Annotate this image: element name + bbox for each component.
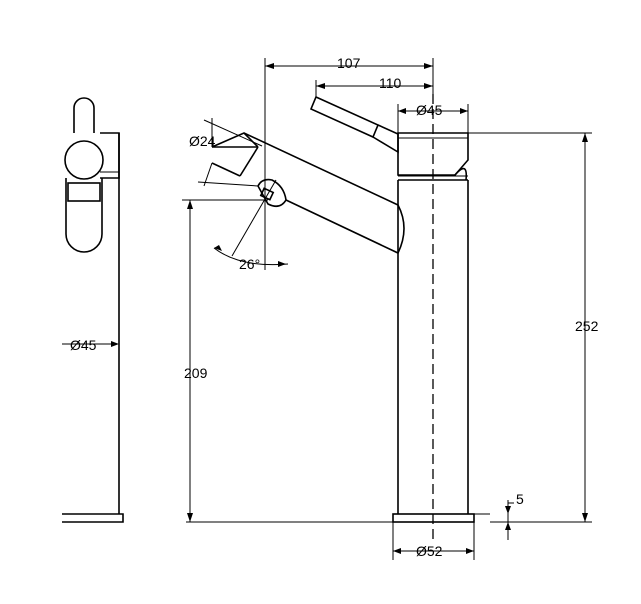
- total-height-label: 252: [575, 318, 599, 334]
- spout-reach-label: 107: [337, 55, 361, 71]
- body-diameter-top-label: Ø45: [416, 102, 443, 118]
- handle-reach-label: 110: [379, 75, 402, 91]
- spout-height-label: 209: [184, 365, 208, 381]
- body-diameter-side-label: Ø45: [70, 337, 97, 353]
- base-thickness-label: 5: [516, 491, 524, 507]
- dimensions: 107 110 Ø45 Ø24 26° 209: [182, 55, 599, 560]
- front-view: [211, 94, 490, 540]
- base-diameter-label: Ø52: [416, 543, 443, 559]
- side-view: Ø45: [62, 97, 124, 523]
- aerator-diameter-label: Ø24: [189, 133, 216, 149]
- lever-angle-label: 26°: [239, 256, 260, 272]
